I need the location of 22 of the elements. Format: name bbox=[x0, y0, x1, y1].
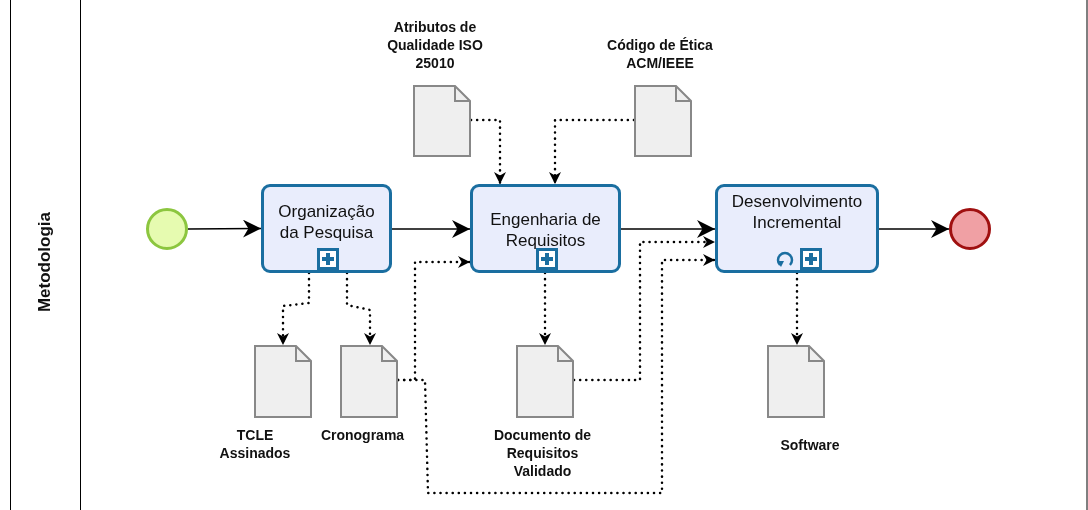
document-label: Cronograma bbox=[319, 426, 406, 444]
association-arrow bbox=[345, 271, 376, 347]
document-label: Código de Ética ACM/IEEE bbox=[606, 36, 714, 72]
document-label: Documento de Requisitos Validado bbox=[492, 426, 593, 480]
association-arrow bbox=[791, 271, 803, 347]
task-label: Organização da Pesquisa bbox=[277, 201, 376, 243]
document-label: Atributos de Qualidade ISO 25010 bbox=[386, 18, 484, 72]
document-label: TCLE Assinados bbox=[218, 426, 292, 462]
sequence-flow-arrow bbox=[391, 220, 471, 238]
sequence-flow-arrow bbox=[620, 220, 716, 238]
lane-label: Metodologia bbox=[35, 211, 56, 313]
task-label: Desenvolvimento Incremental bbox=[730, 191, 864, 233]
sequence-flow-arrow bbox=[878, 220, 950, 238]
association-arrow bbox=[277, 271, 311, 347]
subprocess-box bbox=[715, 184, 879, 273]
sequence-flow-arrow bbox=[187, 219, 262, 238]
subprocess-box bbox=[261, 184, 392, 273]
subprocess-box bbox=[470, 184, 621, 273]
document-label: Software bbox=[779, 436, 841, 454]
task-label: Engenharia de Requisitos bbox=[489, 209, 602, 251]
association-arrow bbox=[549, 118, 636, 186]
association-arrow bbox=[539, 271, 551, 347]
